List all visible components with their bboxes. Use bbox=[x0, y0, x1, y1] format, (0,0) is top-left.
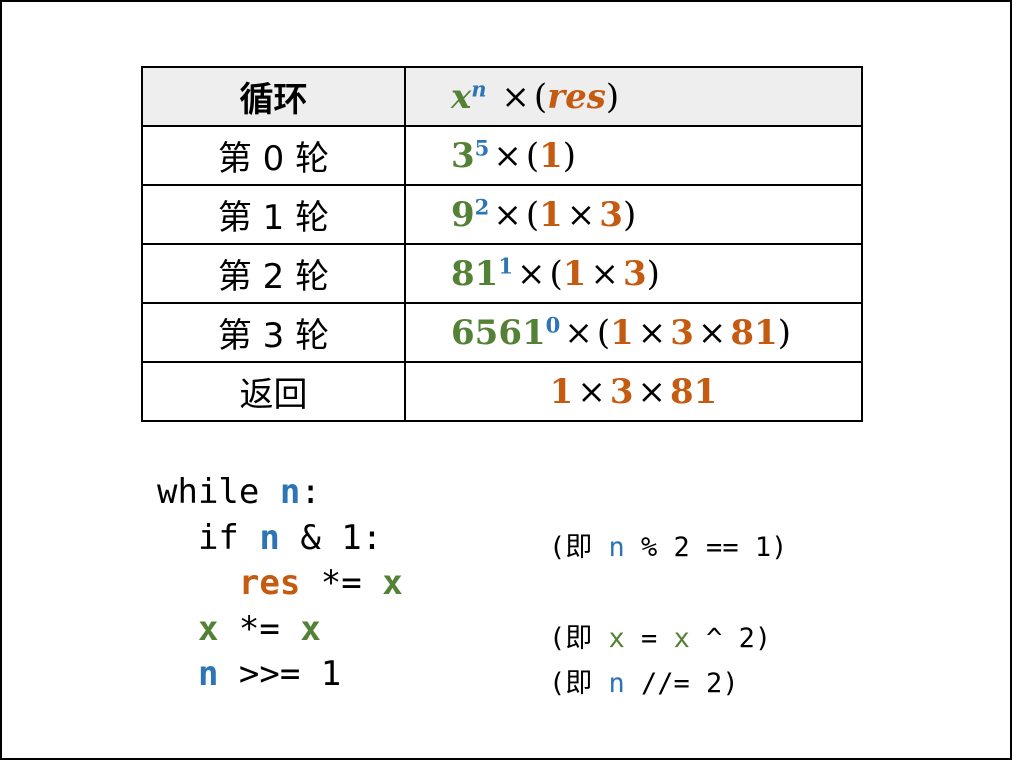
return-acc-factor: 1 bbox=[549, 371, 574, 412]
header-times: × bbox=[501, 76, 530, 117]
comment-token: % 2 == 1) bbox=[624, 531, 788, 563]
header-expression: xn ×(res) bbox=[404, 66, 863, 127]
comment-token: = bbox=[624, 622, 674, 654]
code-line: res *= x bbox=[157, 561, 403, 607]
row-base: 3 bbox=[451, 135, 475, 176]
code-token: n bbox=[279, 472, 301, 512]
row-acc-factor: 1 bbox=[539, 135, 563, 176]
comment-token: x bbox=[608, 622, 625, 654]
code-token: if bbox=[197, 517, 260, 558]
row-label: 第 2 轮 bbox=[141, 243, 406, 304]
row-times: × bbox=[517, 253, 546, 294]
row-rparen: ) bbox=[646, 253, 660, 294]
code-token: x bbox=[197, 608, 219, 649]
row-rparen: ) bbox=[622, 194, 637, 235]
row-times: × bbox=[493, 194, 522, 235]
row-acc-factor: 81 bbox=[730, 312, 778, 353]
row-expression: 35×(1) bbox=[404, 125, 863, 186]
row-lparen: ( bbox=[525, 135, 540, 176]
row-rparen: ) bbox=[562, 135, 577, 176]
row-label: 第 1 轮 bbox=[141, 184, 406, 245]
code-comment: (即 n //= 2) bbox=[549, 661, 739, 700]
code-token: res bbox=[238, 563, 301, 603]
header-loop: 循环 bbox=[141, 66, 406, 127]
return-acc-times: × bbox=[577, 371, 606, 412]
header-rparen: ) bbox=[605, 76, 620, 117]
table-header-row: 循环 xn ×(res) bbox=[141, 66, 863, 127]
comment-token: //= 2) bbox=[624, 668, 739, 699]
return-acc-factor: 81 bbox=[670, 371, 718, 412]
row-acc-factor: 1 bbox=[539, 194, 563, 235]
return-label: 返回 bbox=[141, 361, 406, 422]
comment-token: n bbox=[608, 531, 625, 563]
row-exponent: 1 bbox=[498, 252, 513, 278]
code-comment: (即 n % 2 == 1) bbox=[549, 525, 787, 564]
return-expression: 1×3×81 bbox=[404, 361, 863, 422]
code-line: x *= x bbox=[157, 607, 403, 653]
code-block: while n: if n & 1: res *= x x *= x n >>=… bbox=[157, 470, 403, 698]
row-expression: 92×(1×3) bbox=[404, 184, 863, 245]
return-acc-factor: 3 bbox=[609, 371, 634, 412]
return-acc-times: × bbox=[637, 371, 667, 412]
header-exp: n bbox=[471, 75, 487, 101]
row-expression: 811×(1×3) bbox=[404, 243, 863, 304]
code-token: while bbox=[157, 472, 280, 512]
row-acc-times: × bbox=[566, 194, 596, 235]
comment-token: n bbox=[608, 668, 625, 699]
row-acc-factor: 3 bbox=[622, 253, 647, 294]
code-token: >>= 1 bbox=[218, 654, 342, 694]
row-exponent: 0 bbox=[545, 311, 561, 337]
comment-token: ^ 2) bbox=[689, 622, 772, 654]
row-lparen: ( bbox=[549, 253, 563, 294]
code-token: : bbox=[300, 472, 321, 512]
comment-token: (即 bbox=[549, 622, 609, 654]
row-acc-times: × bbox=[637, 312, 667, 353]
code-token: *= bbox=[218, 608, 301, 649]
row-base: 9 bbox=[451, 194, 475, 235]
row-exponent: 5 bbox=[474, 134, 490, 160]
row-expression: 65610×(1×3×81) bbox=[404, 302, 863, 363]
row-label: 第 3 轮 bbox=[141, 302, 406, 363]
code-token: n bbox=[259, 517, 280, 558]
code-token: x bbox=[382, 563, 403, 603]
row-base: 81 bbox=[451, 253, 499, 294]
code-token: *= bbox=[300, 563, 383, 603]
row-exponent: 2 bbox=[474, 193, 490, 219]
row-rparen: ) bbox=[777, 312, 792, 353]
row-times: × bbox=[564, 312, 593, 353]
row-base: 6561 bbox=[451, 312, 546, 353]
row-acc-factor: 1 bbox=[562, 253, 587, 294]
code-line: n >>= 1 bbox=[157, 652, 403, 698]
code-comment: (即 x = x ^ 2) bbox=[549, 616, 771, 655]
row-acc-factor: 3 bbox=[599, 194, 623, 235]
comment-token: x bbox=[673, 622, 690, 654]
code-line: if n & 1: bbox=[157, 516, 403, 562]
code-line: while n: bbox=[157, 470, 403, 516]
row-acc-factor: 3 bbox=[670, 312, 694, 353]
code-token: & 1: bbox=[279, 517, 383, 558]
row-acc-times: × bbox=[590, 253, 619, 294]
header-acc: res bbox=[547, 76, 606, 117]
code-token: x bbox=[300, 608, 321, 649]
comment-token: (即 bbox=[549, 668, 609, 699]
code-token: n bbox=[197, 654, 219, 694]
row-label: 第 0 轮 bbox=[141, 125, 406, 186]
row-times: × bbox=[493, 135, 522, 176]
row-lparen: ( bbox=[596, 312, 611, 353]
row-acc-factor: 1 bbox=[610, 312, 634, 353]
row-lparen: ( bbox=[525, 194, 540, 235]
header-base: x bbox=[451, 76, 472, 117]
header-lparen: ( bbox=[533, 76, 548, 117]
comment-token: (即 bbox=[549, 531, 609, 563]
row-acc-times: × bbox=[697, 312, 727, 353]
